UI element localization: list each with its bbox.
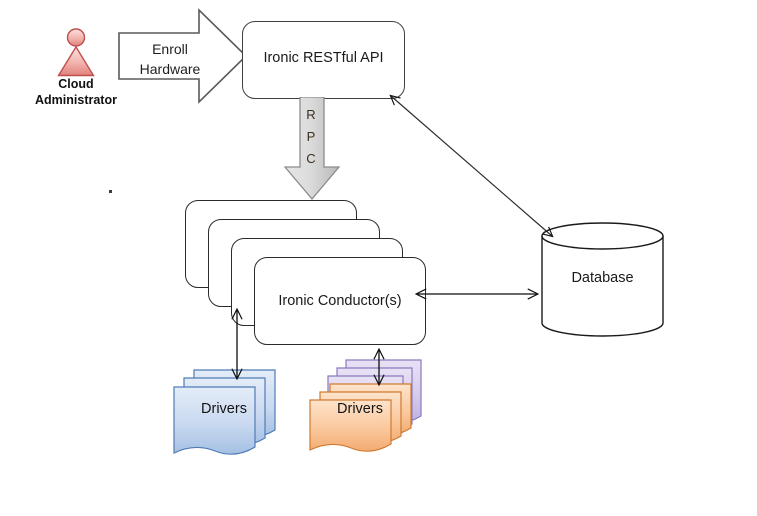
ironic-conductor-label: Ironic Conductor(s)	[278, 293, 402, 309]
database-cylinder-icon[interactable]	[540, 222, 665, 337]
enroll-hardware-label: Enroll Hardware	[139, 41, 201, 78]
drivers-blue-label: Drivers	[201, 401, 247, 417]
ironic-conductor-stack[interactable]: Ironic Conductor(s)	[185, 200, 426, 345]
drivers-orange-label: Drivers	[337, 401, 383, 417]
ironic-restful-api-label: Ironic RESTful API	[263, 50, 384, 66]
drivers-blue-stack[interactable]	[172, 368, 292, 460]
cloud-administrator-label: Cloud Administrator	[35, 77, 117, 108]
enroll-hardware-arrow	[118, 8, 248, 104]
conductor-layer-front[interactable]	[254, 257, 426, 345]
person-actor-icon	[57, 28, 95, 77]
stray-dot-artifact	[109, 190, 112, 193]
cloud-administrator-actor: Cloud Administrator	[28, 26, 124, 107]
database-label: Database	[571, 270, 634, 286]
ironic-restful-api-box[interactable]	[242, 21, 405, 99]
rpc-label: R P C	[306, 107, 316, 166]
drivers-orange-stack[interactable]	[308, 358, 428, 460]
rpc-arrow	[283, 97, 341, 201]
